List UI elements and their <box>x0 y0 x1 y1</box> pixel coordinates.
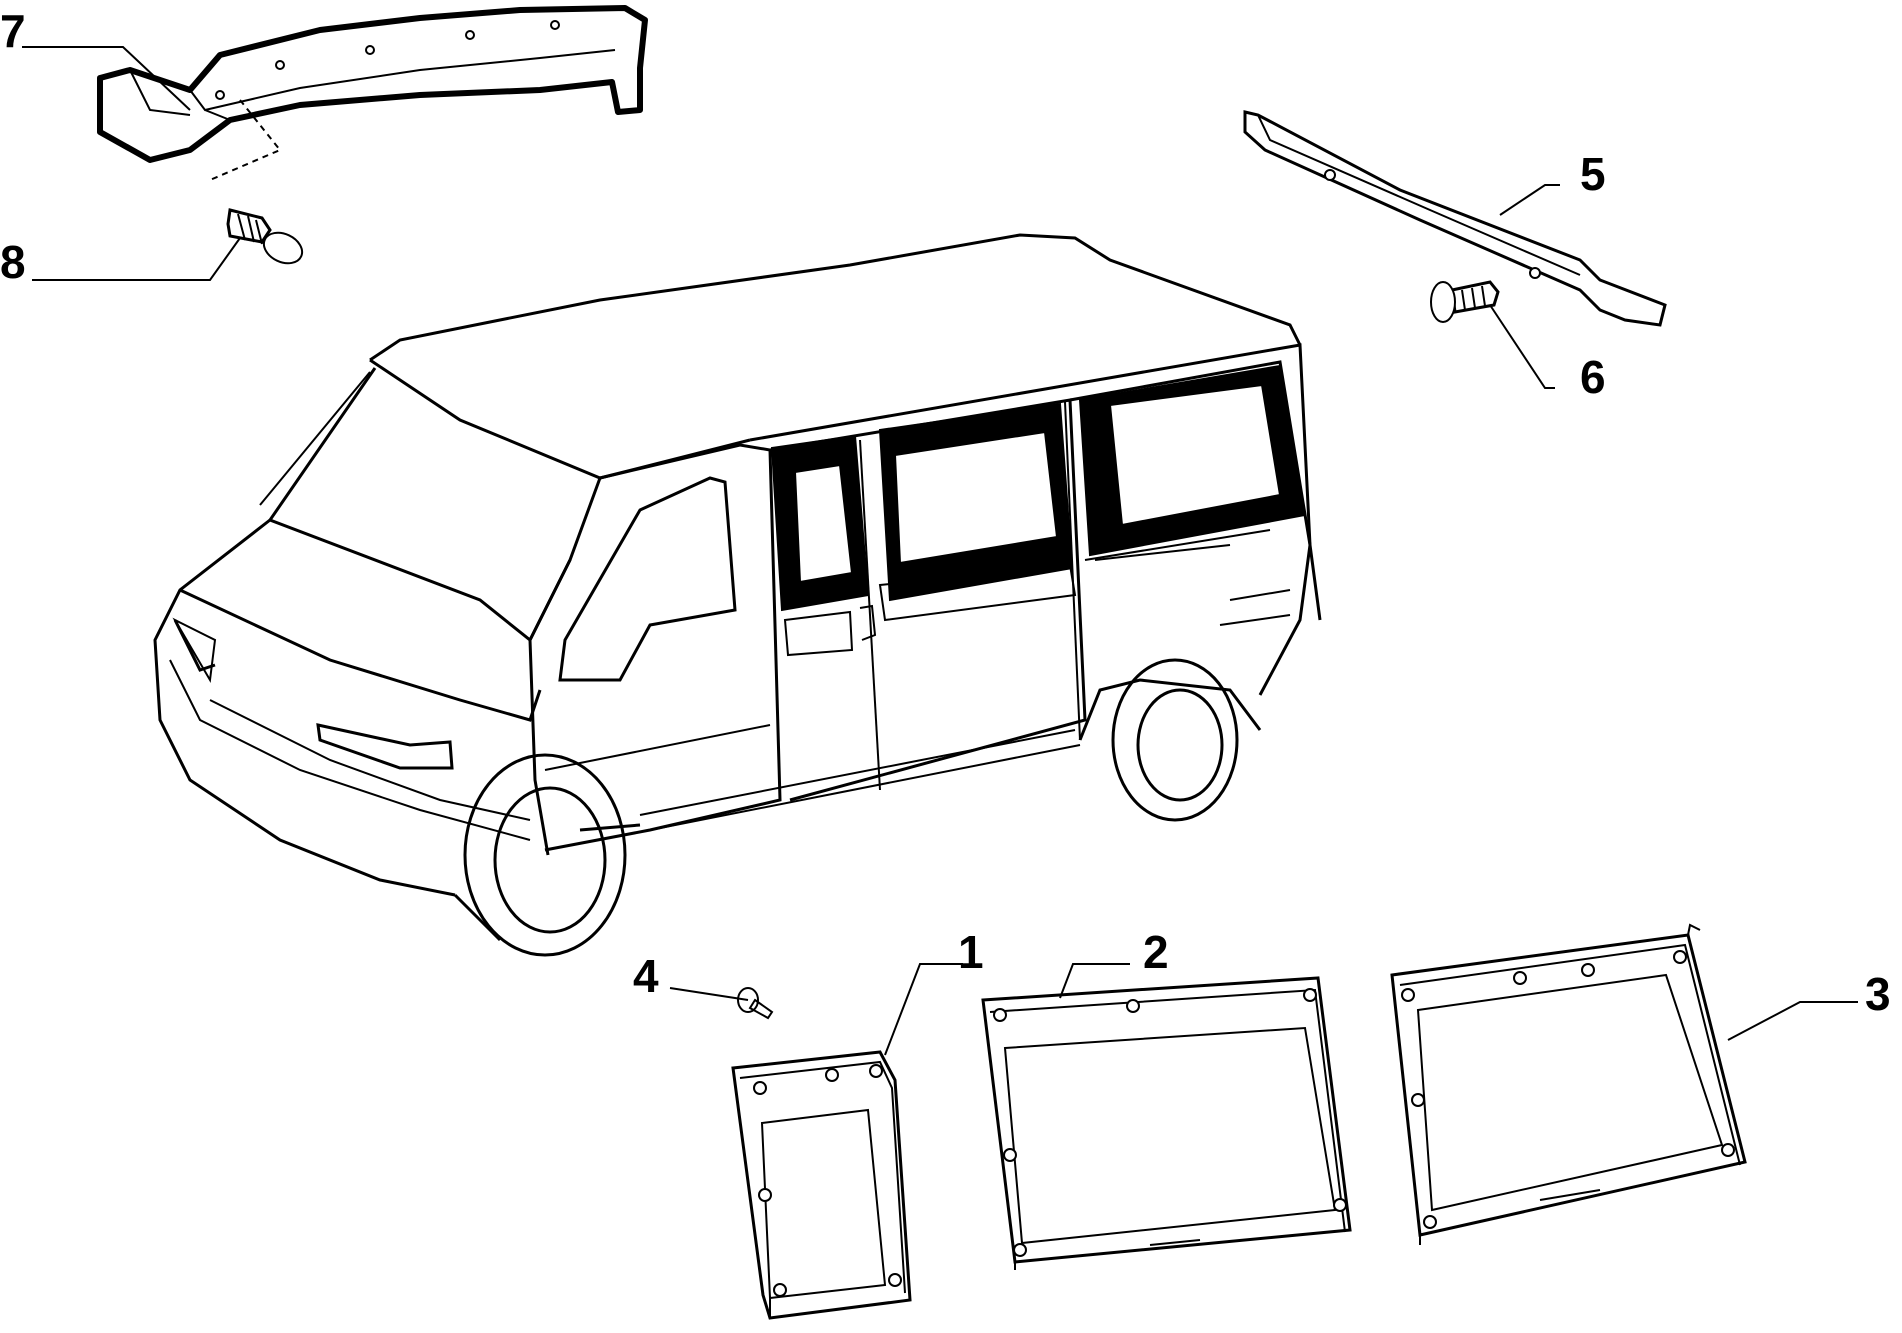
part-7-roof-trim-rail[interactable] <box>97 5 648 181</box>
part-5-side-trim-strip[interactable] <box>1243 110 1667 327</box>
callout-7: 7 <box>0 5 26 57</box>
part-4-screw[interactable] <box>737 987 774 1020</box>
leader-5 <box>1499 184 1560 216</box>
leader-4 <box>669 987 749 1001</box>
van-illustration <box>153 233 1322 957</box>
part-6-screw[interactable] <box>1430 280 1500 323</box>
callout-5: 5 <box>1580 148 1606 200</box>
leader-7 <box>22 46 191 111</box>
callout-3: 3 <box>1865 968 1891 1020</box>
callout-1: 1 <box>958 926 984 978</box>
callout-4: 4 <box>633 950 659 1002</box>
part-8-push-clip[interactable] <box>226 208 307 269</box>
callout-2: 2 <box>1143 926 1169 978</box>
part-3-large-window-frame[interactable] <box>1390 923 1747 1245</box>
callout-6: 6 <box>1580 351 1606 403</box>
leader-8 <box>32 237 241 281</box>
leader-2 <box>1059 963 1130 999</box>
leader-1 <box>884 963 963 1056</box>
leader-6 <box>1489 304 1555 389</box>
part-1-small-window-frame[interactable] <box>731 1050 912 1320</box>
leader-3 <box>1727 1001 1858 1041</box>
part-2-medium-window-frame[interactable] <box>981 976 1352 1270</box>
callout-8: 8 <box>0 236 26 288</box>
